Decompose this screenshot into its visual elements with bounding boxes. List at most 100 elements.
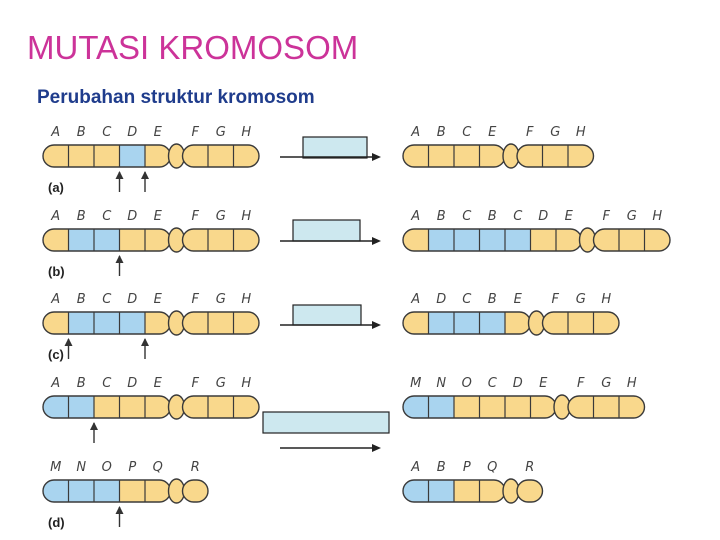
- gene-segment: [68, 229, 94, 251]
- gene-segment: [43, 396, 69, 418]
- gene-label: D: [127, 125, 137, 140]
- slide-title: MUTASI KROMOSOM: [27, 29, 359, 66]
- chromosome-arm-right: [181, 479, 209, 503]
- gene-label: E: [514, 292, 523, 307]
- gene-label: O: [462, 376, 472, 391]
- gene-segment: [568, 145, 594, 167]
- gene-label: G: [216, 376, 226, 391]
- gene-segment: [593, 229, 619, 251]
- gene-label: R: [525, 460, 534, 475]
- gene-segment: [119, 312, 145, 334]
- gene-segment: [145, 396, 171, 418]
- gene-segment: [505, 229, 531, 251]
- process-arrow-head: [372, 153, 381, 161]
- gene-segment: [403, 312, 429, 334]
- gene-label: C: [102, 209, 112, 224]
- gene-label: D: [436, 292, 446, 307]
- gene-label: D: [127, 292, 137, 307]
- gene-label: F: [526, 125, 534, 140]
- gene-segment: [233, 312, 259, 334]
- gene-label: M: [50, 460, 61, 475]
- gene-label: H: [652, 209, 662, 224]
- gene-segment: [43, 480, 69, 502]
- gene-segment: [43, 145, 69, 167]
- process-arrow-head: [372, 321, 381, 329]
- gene-label: E: [154, 209, 163, 224]
- gene-label: C: [102, 292, 112, 307]
- gene-segment: [542, 145, 568, 167]
- gene-label: Q: [153, 460, 163, 475]
- gene-segment: [182, 145, 208, 168]
- gene-segment: [517, 480, 543, 502]
- gene-segment: [454, 145, 480, 167]
- gene-label: F: [192, 292, 200, 307]
- chromosome-arm-left: [42, 479, 172, 503]
- gene-segment: [568, 312, 594, 334]
- gene-segment: [119, 229, 145, 251]
- gene-segment: [644, 229, 670, 251]
- gene-segment: [68, 480, 94, 502]
- breakpoint-arrow-head: [115, 171, 124, 179]
- process-arrow-head: [372, 444, 381, 452]
- gene-segment: [454, 229, 480, 251]
- gene-segment: [593, 396, 619, 418]
- gene-label: F: [192, 125, 200, 140]
- gene-label: A: [50, 125, 60, 140]
- gene-segment: [208, 312, 234, 334]
- gene-label: H: [601, 292, 611, 307]
- gene-segment: [94, 229, 120, 251]
- chromosome-arm-right: [181, 311, 260, 335]
- chromosome-arm-left: [402, 395, 557, 419]
- gene-label: H: [241, 125, 251, 140]
- gene-segment: [428, 396, 454, 418]
- gene-label: A: [410, 209, 420, 224]
- gene-label: P: [128, 460, 136, 475]
- gene-segment: [454, 312, 480, 334]
- gene-segment: [68, 396, 94, 418]
- gene-label: G: [550, 125, 560, 140]
- gene-segment: [517, 145, 543, 167]
- gene-segment: [233, 229, 259, 251]
- chromosome-arm-left: [402, 479, 506, 503]
- gene-label: G: [216, 125, 226, 140]
- gene-label: F: [577, 376, 585, 391]
- gene-segment: [208, 229, 234, 251]
- gene-label: H: [627, 376, 637, 391]
- gene-label: E: [154, 376, 163, 391]
- answer-box: [292, 304, 362, 326]
- gene-segment: [68, 145, 94, 167]
- chromosome-arm-left: [42, 228, 172, 252]
- gene-segment: [119, 145, 145, 167]
- chromosome-arm-right: [592, 228, 671, 252]
- chromosome-arm-right: [181, 144, 260, 168]
- gene-segment: [542, 312, 568, 334]
- gene-segment: [428, 480, 454, 502]
- gene-label: H: [241, 292, 251, 307]
- gene-segment: [619, 229, 645, 251]
- part-label: (b): [48, 264, 65, 279]
- gene-segment: [568, 396, 594, 418]
- gene-segment: [94, 145, 120, 167]
- gene-segment: [403, 480, 429, 502]
- gene-segment: [479, 312, 505, 334]
- gene-segment: [43, 312, 69, 334]
- gene-label: B: [437, 460, 446, 475]
- gene-segment: [145, 145, 171, 167]
- gene-label: N: [436, 376, 446, 391]
- gene-segment: [428, 145, 454, 167]
- gene-segment: [428, 312, 454, 334]
- gene-label: F: [192, 376, 200, 391]
- gene-label: G: [601, 376, 611, 391]
- answer-box: [302, 136, 368, 159]
- gene-segment: [428, 229, 454, 251]
- gene-segment: [530, 396, 556, 418]
- gene-label: H: [241, 376, 251, 391]
- chromosome-arm-right: [516, 479, 544, 503]
- gene-label: D: [538, 209, 548, 224]
- chromosome-arm-right: [181, 395, 260, 419]
- gene-segment: [182, 480, 208, 502]
- gene-segment: [68, 312, 94, 334]
- gene-segment: [208, 396, 234, 418]
- gene-segment: [145, 480, 171, 502]
